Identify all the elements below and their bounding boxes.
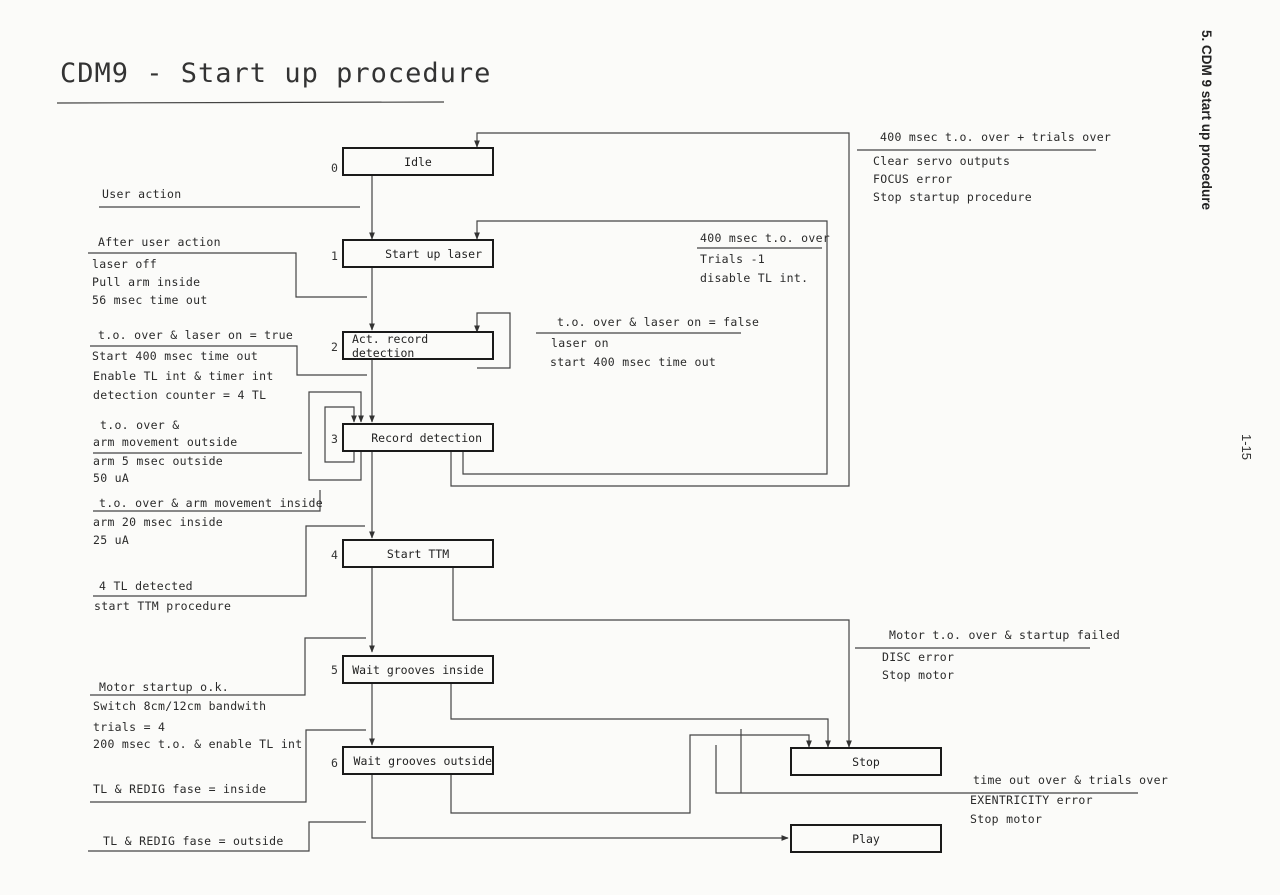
transition-action: Stop startup procedure [873,190,1032,204]
transition-action: start TTM procedure [94,599,232,613]
transition-action: Stop motor [882,668,955,682]
section-title: 5. CDM 9 start up procedure [1199,30,1214,211]
transition-condition: Motor startup o.k. [99,680,230,694]
state-wait-grooves-outside: Wait grooves outside [342,746,494,775]
transition-action: FOCUS error [873,172,953,186]
state-stop: Stop [790,747,942,776]
transition-action: arm 5 msec outside [93,454,224,468]
state-play: Play [790,824,942,853]
transition-action: Pull arm inside [92,275,201,289]
state-idle: Idle [342,147,494,176]
state-number-0: 0 [331,161,338,175]
transition-condition: 4 TL detected [99,579,193,593]
edge-6-play [371,775,789,841]
transition-action: Enable TL int & timer int [93,369,274,383]
transition-action: EXENTRICITY error [970,793,1093,807]
transition-condition: 400 msec t.o. over [700,231,831,245]
transition-action: start 400 msec time out [550,355,717,369]
transition-condition: arm movement outside [93,435,238,449]
transition-action: disable TL int. [700,271,809,285]
transition-condition: t.o. over & laser on = true [98,328,294,342]
transition-condition: TL & REDIG fase = outside [103,834,284,848]
transition-condition: TL & REDIG fase = inside [93,782,267,796]
state-number-3: 3 [331,432,338,446]
state-record-detection: Record detection [342,423,494,452]
transition-condition: 400 msec t.o. over + trials over [880,130,1112,144]
state-start-ttm: Start TTM [342,539,494,568]
transition-action: Start 400 msec time out [92,349,259,363]
transition-condition: t.o. over & arm movement inside [99,496,323,510]
state-number-2: 2 [331,340,338,354]
state-number-1: 1 [331,249,338,263]
transition-action: 50 uA [93,471,130,485]
transition-action: 56 msec time out [92,293,208,307]
transition-action: laser on [551,336,609,350]
transition-action: Switch 8cm/12cm bandwith [93,699,267,713]
state-number-6: 6 [331,756,338,770]
transition-action: laser off [92,257,158,271]
transition-condition: After user action [98,235,221,249]
transition-action: DISC error [882,650,955,664]
transition-action: detection counter = 4 TL [93,388,267,402]
state-number-4: 4 [331,548,338,562]
state-number-5: 5 [331,663,338,677]
state-wait-grooves-inside: Wait grooves inside [342,655,494,684]
transition-condition: Motor t.o. over & startup failed [889,628,1121,642]
transition-condition: t.o. over & [100,418,180,432]
page-number: 1-15 [1239,434,1254,461]
transition-action: Stop motor [970,812,1043,826]
transition-action: trials = 4 [93,720,166,734]
title-underline [56,101,445,104]
transition-user-action: User action [102,187,182,201]
transition-action: arm 20 msec inside [93,515,224,529]
transition-condition: t.o. over & laser on = false [557,315,760,329]
transition-action: 200 msec t.o. & enable TL int [93,737,303,751]
transition-action: Trials -1 [700,252,766,266]
page-title: CDM9 - Start up procedure [60,58,492,89]
state-start-up-laser: Start up laser [342,239,494,268]
transition-action: 25 uA [93,533,130,547]
state-act-record-detection: Act. record detection [342,331,494,360]
transition-condition: time out over & trials over [973,773,1169,787]
transition-action: Clear servo outputs [873,154,1011,168]
